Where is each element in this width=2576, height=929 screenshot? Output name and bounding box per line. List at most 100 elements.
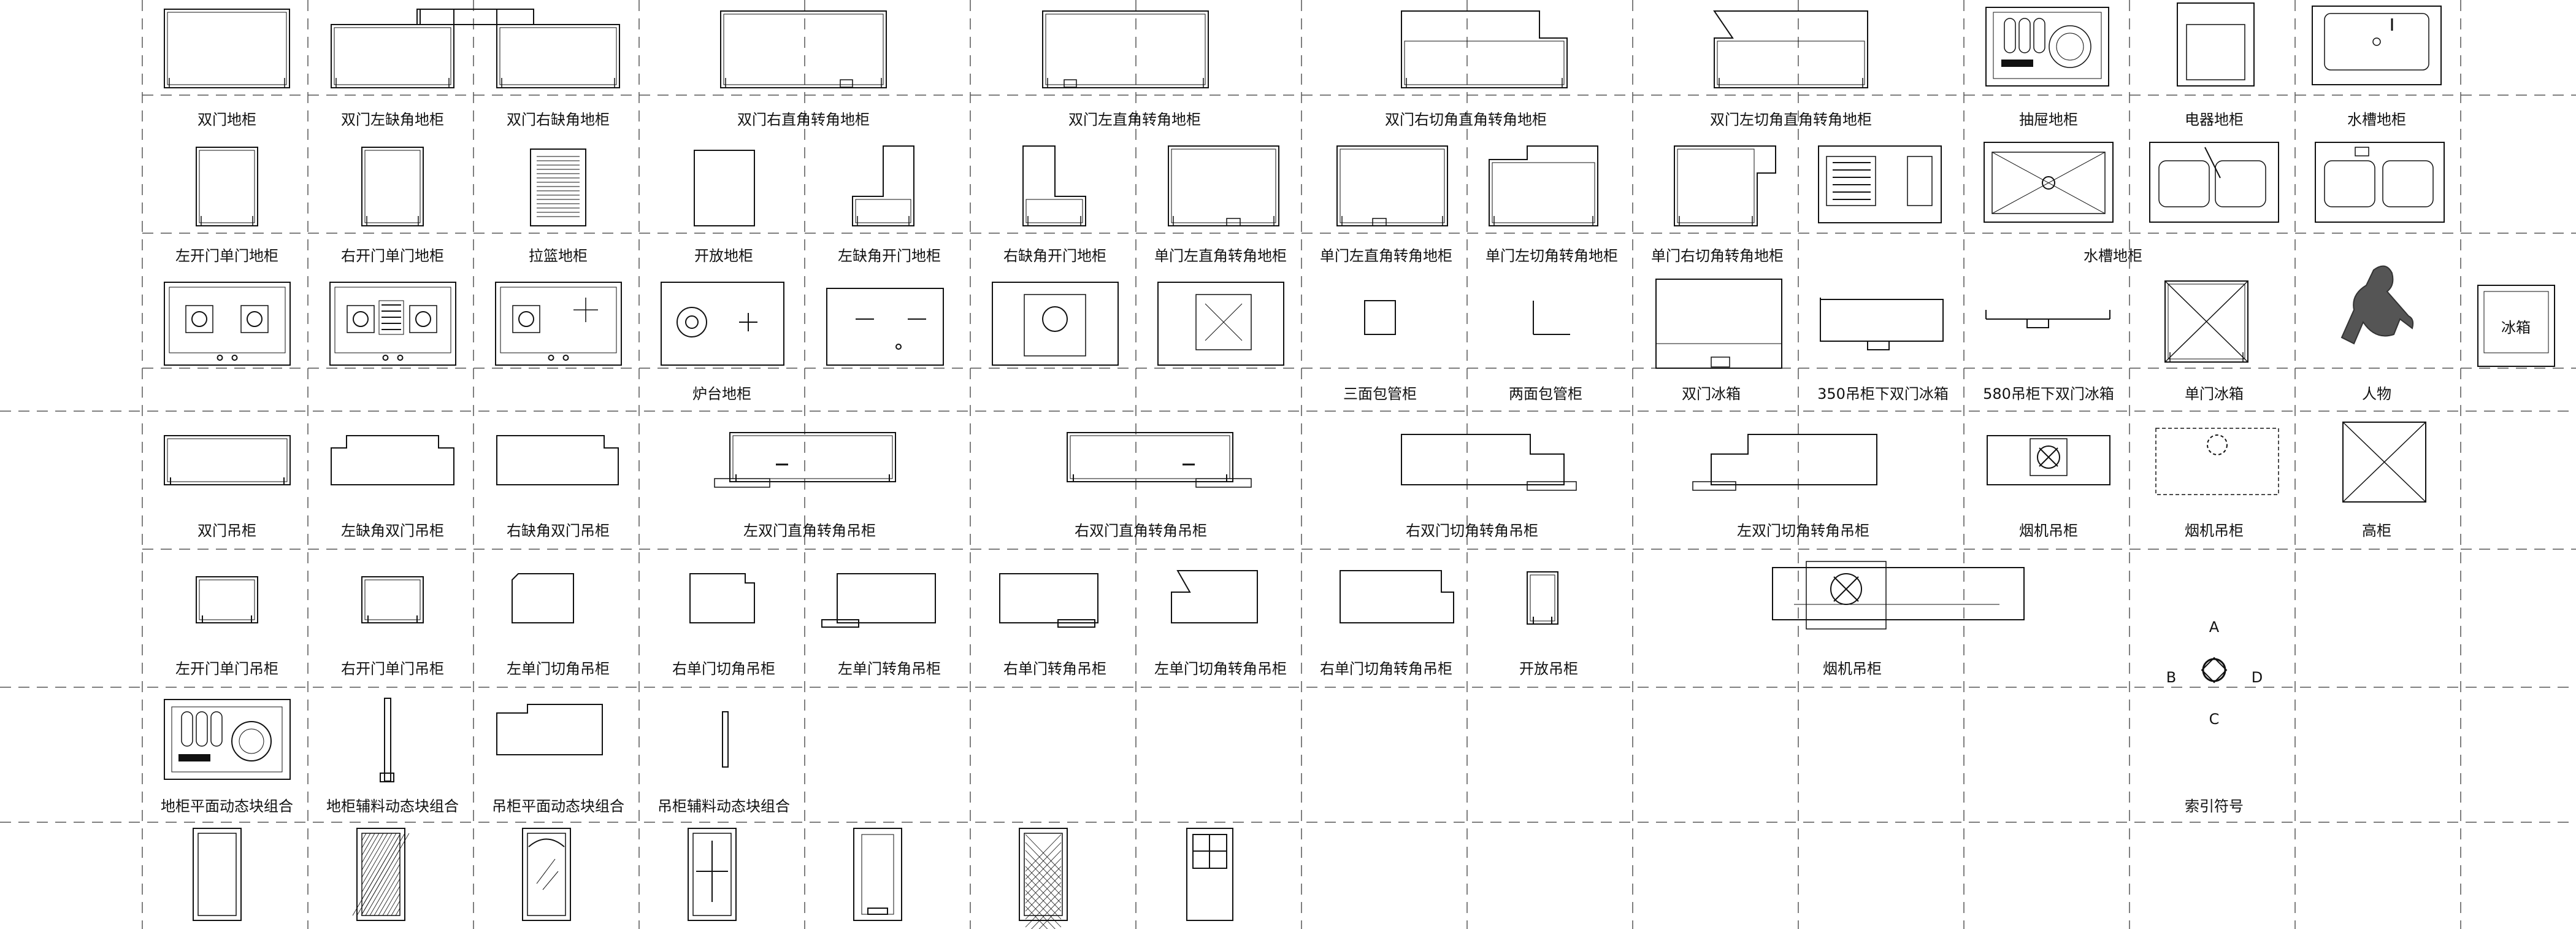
block-label: 右双门切角转角吊柜 — [1406, 522, 1538, 539]
burner-grate — [512, 305, 540, 333]
block-label: 右单门切角转角吊柜 — [1320, 660, 1452, 677]
block-label: 左单门切角转角吊柜 — [1154, 660, 1287, 677]
hood-cross — [2039, 447, 2058, 467]
door-panel — [527, 833, 566, 916]
burner-ring — [677, 307, 707, 337]
corner-strip — [1527, 481, 1577, 491]
burner-grate — [347, 305, 375, 333]
pot-lid — [2049, 25, 2091, 68]
burner-ring — [1042, 306, 1068, 332]
person-silhouette — [2340, 265, 2414, 345]
block-label: 单门右切角转角地柜 — [1651, 247, 1784, 264]
drawer-inner — [1993, 12, 2102, 79]
glass-reflection — [536, 858, 556, 884]
block-label: 双门左切角直角转角地柜 — [1710, 111, 1872, 128]
burner-grate — [409, 305, 437, 333]
combo-base-cabinet — [164, 699, 291, 780]
mesh-line — [374, 871, 401, 916]
drawer-handle — [178, 754, 210, 761]
burner-grate — [240, 305, 269, 333]
block-label: 350吊柜下双门冰箱 — [1817, 385, 1949, 403]
lattice-line — [1025, 850, 1062, 888]
corner-fitting — [1064, 79, 1077, 88]
burner-ring — [191, 311, 207, 327]
cutlery-slot — [210, 711, 223, 747]
fridge-box-inner — [2483, 291, 2549, 353]
combo-base-accessory — [384, 698, 391, 782]
block-label: 左缺角开门地柜 — [838, 247, 941, 264]
burner-ring — [518, 311, 534, 327]
cabinet-inner-outline — [855, 199, 911, 223]
cabinet-inner-outline — [167, 438, 288, 482]
block-label: 右开门单门吊柜 — [341, 660, 444, 677]
single-door-chamfer-base — [1489, 145, 1598, 226]
block-label: 双门右切角直角转角地柜 — [1385, 111, 1547, 128]
double-door-base-cabinet — [164, 9, 290, 88]
induction-zone — [1195, 294, 1252, 350]
left-chamfer-corner-wall — [1171, 570, 1258, 623]
cabinet-inner-outline — [1045, 13, 1206, 85]
cabinet-inner-outline — [199, 579, 255, 620]
hood-box — [1806, 561, 1887, 630]
index-diamond — [2201, 657, 2228, 684]
burner-ring — [247, 311, 263, 327]
pull-basket-base-cabinet — [530, 148, 586, 226]
hood-wall-cabinet-dashed — [2155, 428, 2279, 495]
double-sink-cabinet — [2149, 142, 2279, 223]
mesh-line — [365, 856, 401, 916]
double-sink-cabinet — [2315, 142, 2445, 223]
block-label: 左双门切角转角吊柜 — [1737, 522, 1869, 539]
block-label: 两面包管柜 — [1509, 385, 1582, 403]
corner-fitting — [840, 79, 853, 88]
sink-basin — [1991, 152, 2106, 214]
index-letter-b: B — [2166, 669, 2176, 686]
left-chamfer-corner-base — [1713, 10, 1868, 88]
cutlery-slot — [181, 711, 193, 747]
cabinet-inner-outline — [1492, 162, 1595, 223]
single-burner-cabinet — [992, 282, 1119, 366]
cooktop-grid — [1826, 156, 1876, 206]
lattice-line — [1031, 898, 1062, 929]
pot-lid-inner — [2056, 33, 2084, 61]
cabinet-inner-outline — [732, 435, 893, 479]
block-label: 单门冰箱 — [2185, 385, 2244, 403]
block-label: 抽屉地柜 — [2019, 111, 2078, 128]
mesh-line — [361, 833, 393, 885]
block-label: 右单门切角吊柜 — [672, 660, 775, 677]
left-corner-wall-cabinet — [729, 432, 896, 482]
corner-strip — [1195, 478, 1252, 488]
faucet-icon — [2204, 147, 2221, 179]
left-chamfer-wall-cabinet — [1711, 434, 1877, 485]
block-label: 左双门直角转角吊柜 — [743, 522, 876, 539]
hob-cross — [1205, 303, 1243, 341]
cutlery-slot — [2033, 18, 2045, 53]
block-labels: 双门地柜双门左缺角地柜双门右缺角地柜双门右直角转角地柜双门左直角转角地柜双门右切… — [161, 111, 2531, 815]
door-slim-inner — [861, 834, 894, 915]
sink-basin — [2324, 13, 2429, 71]
lattice-line — [1025, 842, 1062, 880]
door-mesh — [356, 828, 405, 921]
sink-basin-right — [2215, 160, 2266, 207]
sink-base-cabinet — [2312, 6, 2442, 85]
mesh-line — [391, 900, 401, 916]
block-label: 单门左直角转角地柜 — [1320, 247, 1452, 264]
door-panel — [692, 833, 732, 916]
burner-ring — [415, 311, 431, 327]
induction-base-cabinet — [826, 288, 944, 366]
stove-base-cabinet — [661, 282, 784, 366]
burner-ring — [685, 315, 699, 329]
mesh-line — [361, 833, 367, 841]
double-door-fridge — [1655, 279, 1782, 369]
accessory-foot — [380, 773, 394, 782]
hood-wall-cabinet-wide — [1772, 567, 2025, 620]
hood-box — [2030, 438, 2068, 476]
mesh-line — [361, 833, 388, 878]
cabinet-inner-outline — [1530, 574, 1555, 622]
mesh-line — [386, 893, 401, 916]
block-label: 右缺角开门地柜 — [1003, 247, 1106, 264]
right-chamfer-corner-base — [1401, 10, 1568, 88]
left-notch-base-cabinet — [331, 9, 454, 88]
door-glass-grid — [688, 828, 737, 921]
right-corner-single-wall — [999, 573, 1098, 623]
